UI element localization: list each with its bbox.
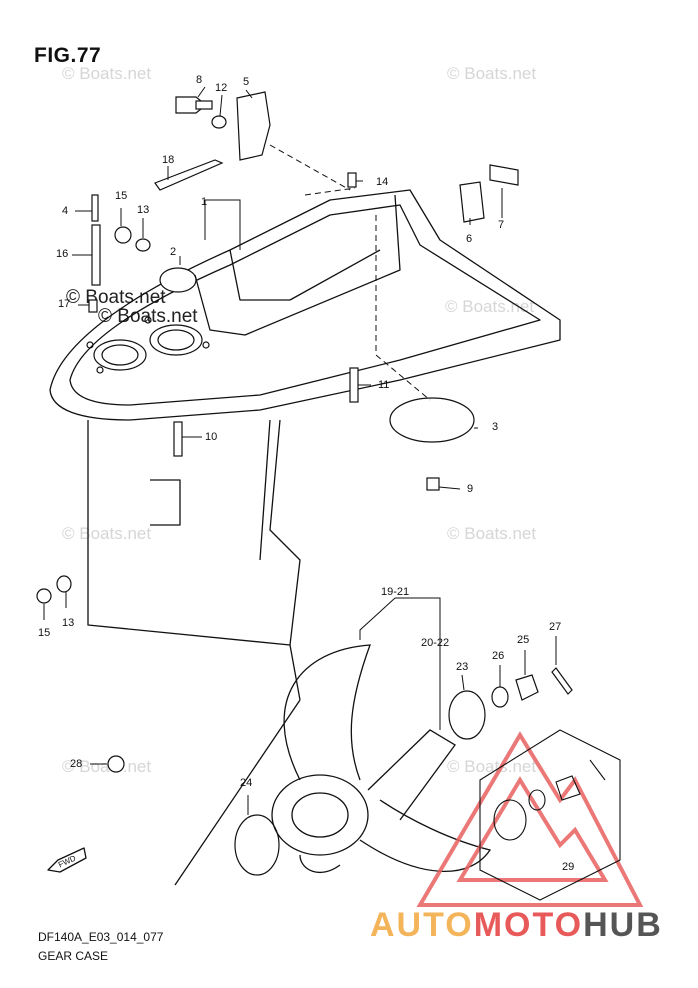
callout-29: 29	[562, 861, 575, 873]
callout-27: 27	[549, 621, 562, 633]
callout-23: 23	[456, 661, 469, 673]
callout-1: 1	[201, 196, 208, 208]
callout-16: 16	[56, 248, 69, 260]
callout-4: 4	[62, 205, 69, 217]
brand-part-auto: AUTO	[370, 906, 474, 944]
automotohub-logo	[416, 731, 644, 907]
callout-26: 26	[492, 650, 505, 662]
callout-13: 13	[62, 617, 75, 629]
callout-5: 5	[243, 76, 250, 88]
watermark: © Boats.net	[447, 64, 537, 83]
watermark: © Boats.net	[447, 524, 537, 543]
figure-title: FIG.77	[34, 44, 102, 67]
gear-case-housing	[49, 189, 561, 421]
callout-9: 9	[467, 483, 474, 495]
diagram-code: DF140A_E03_014_077	[38, 930, 164, 944]
watermark: © Boats.net	[447, 757, 537, 776]
callout-6: 6	[466, 233, 473, 245]
callout-17: 17	[58, 298, 71, 310]
callout-2: 2	[170, 246, 177, 258]
brand-part-hub: HUB	[583, 906, 663, 944]
callout-14: 14	[376, 176, 389, 188]
diagram-name: GEAR CASE	[38, 949, 109, 963]
callout-19-21: 19-21	[381, 586, 410, 598]
callout-24: 24	[240, 777, 253, 789]
callout-3: 3	[492, 421, 499, 433]
callout-13: 13	[137, 204, 150, 216]
propeller-hub	[271, 774, 369, 856]
brand-part-moto: MOTO	[473, 906, 584, 944]
callout-15: 15	[115, 190, 128, 202]
callout-25: 25	[517, 634, 530, 646]
watermark: © Boats.net	[62, 64, 152, 83]
callout-28: 28	[70, 758, 83, 770]
callout-11: 11	[378, 379, 390, 391]
callout-20-22: 20-22	[421, 637, 450, 649]
callout-8: 8	[196, 74, 203, 86]
callout-10: 10	[205, 431, 218, 443]
watermark: © Boats.net	[62, 757, 152, 776]
callout-18: 18	[162, 154, 175, 166]
brand-logo-text: AUTOMOTOHUB	[370, 906, 663, 945]
watermark: © Boats.net	[62, 524, 152, 543]
callout-12: 12	[215, 82, 228, 94]
callout-7: 7	[498, 219, 505, 231]
callout-15: 15	[38, 627, 51, 639]
